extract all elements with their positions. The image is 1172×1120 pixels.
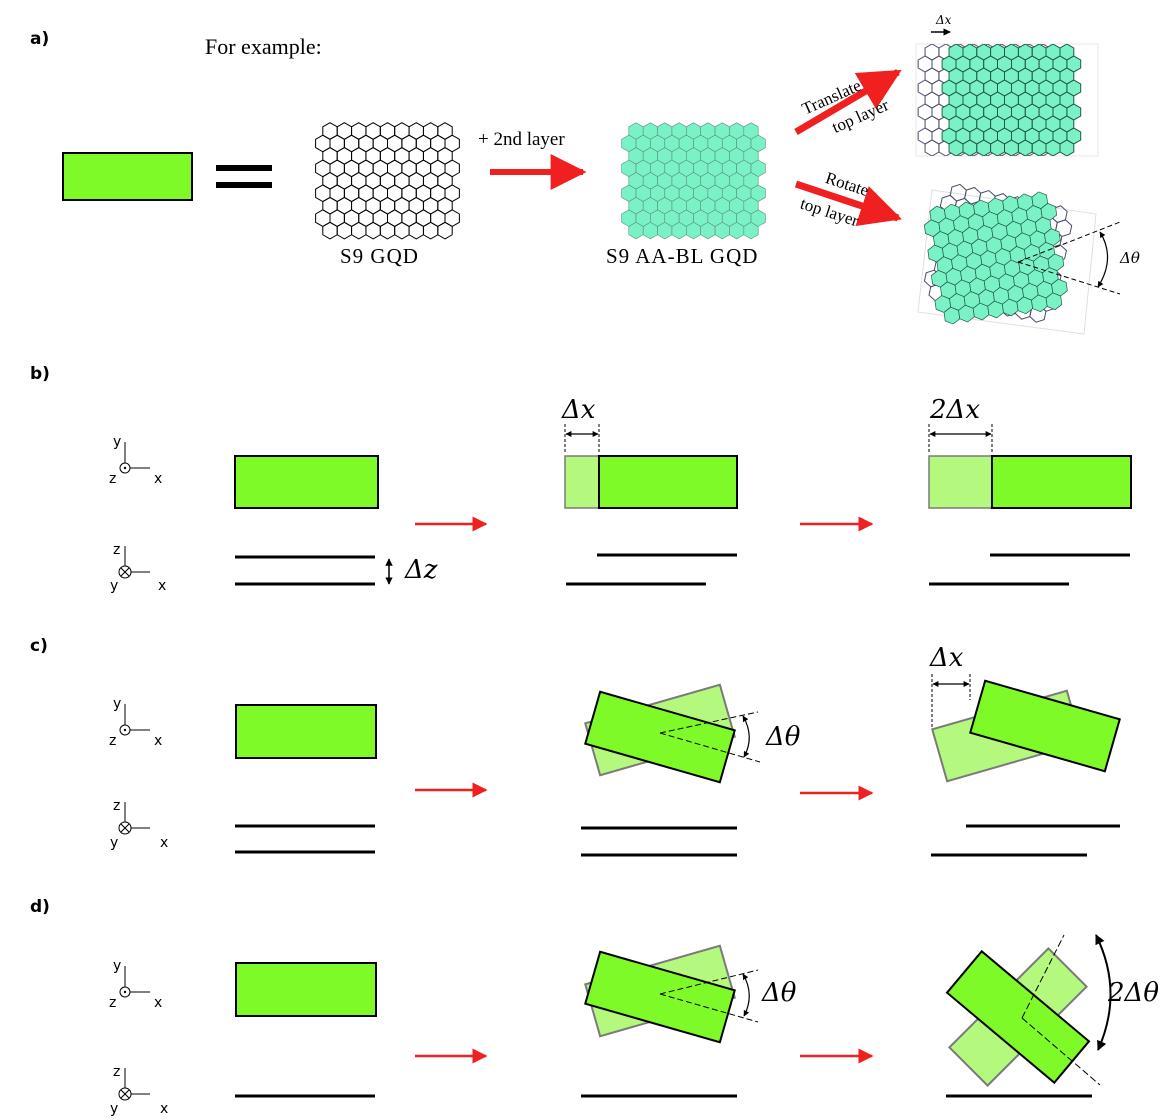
c-rot1-top-layer: [584, 690, 736, 784]
c-dtheta-marker: [659, 711, 761, 763]
side-view-axes-b: [118, 546, 150, 579]
b-dx-symbol: Δx: [561, 395, 596, 425]
axis-x-side-c: x: [160, 835, 168, 851]
b-shift2-top-layer: [991, 455, 1132, 509]
hexagon-cell: [365, 221, 381, 240]
hexagon-cell: [422, 221, 439, 240]
hexagon-cell: [408, 221, 424, 240]
hexagon-cell: [379, 221, 396, 240]
c-initial-layer: [235, 704, 377, 759]
c-dtheta-symbol: Δθ: [765, 722, 801, 752]
axis-z-top-c: z: [109, 733, 116, 749]
panel-d-label: d): [30, 897, 50, 917]
monolayer-hex-lattice: [315, 122, 460, 240]
hexagon-cell: [743, 221, 759, 240]
panel-c-label: c): [30, 636, 48, 656]
top-view-axes-b: [119, 442, 150, 474]
bilayer-hex-lattice: [621, 122, 766, 240]
axis-y-top-d: y: [113, 958, 121, 974]
hexagon-cell: [1059, 139, 1075, 156]
b-shift1-top-layer: [598, 455, 738, 509]
hexagon-cell: [437, 221, 453, 240]
translate-arrow: [794, 68, 902, 136]
d-rot1-top-layer: [584, 950, 736, 1044]
top-view-axes-d: [119, 966, 150, 998]
layer-block-icon: [62, 152, 193, 201]
hexagon-cell: [322, 221, 338, 240]
dz-symbol: Δz: [404, 555, 438, 585]
hexagon-cell: [336, 221, 353, 240]
axis-x-top-c: x: [154, 733, 162, 749]
d-dtheta-marker: [659, 969, 759, 1023]
panel-b-label: b): [30, 364, 50, 384]
d-dtheta-symbol: Δθ: [761, 978, 797, 1008]
monolayer-caption: S9 GQD: [340, 244, 419, 268]
axis-z-side-b: z: [113, 542, 120, 558]
d-2dtheta-marker: [1021, 934, 1112, 1086]
inset-dtheta-marker: [1017, 221, 1121, 295]
inset-dtheta-symbol: Δθ: [1119, 249, 1140, 267]
b-initial-layer: [234, 455, 379, 509]
axis-z-side-d: z: [113, 1064, 120, 1080]
hexagon-cell: [351, 221, 367, 240]
equals-sign: [216, 165, 272, 188]
b-shift2-bottom-layer: [928, 455, 993, 509]
side-view-axes-c: [118, 802, 150, 835]
axis-y-side-c: y: [110, 835, 118, 851]
hexagon-cell: [394, 221, 410, 240]
b-2dx-marker: [928, 424, 993, 454]
add-layer-label: + 2nd layer: [478, 129, 565, 150]
c-dx-symbol: Δx: [929, 643, 964, 673]
axis-x-side-b: x: [158, 578, 166, 594]
b-shift1-bottom-layer: [564, 455, 600, 509]
axis-z-top-d: z: [109, 995, 116, 1011]
axis-y-top-c: y: [113, 696, 121, 712]
b-2dx-symbol: 2Δx: [929, 395, 980, 425]
axis-x-top-b: x: [154, 471, 162, 487]
rotate-arrow: [794, 180, 902, 226]
c-dx-marker: [931, 674, 971, 728]
side-view-axes-d: [118, 1068, 150, 1101]
axis-y-side-d: y: [110, 1101, 118, 1117]
axis-x-top-d: x: [154, 995, 162, 1011]
axis-y-top-b: y: [113, 434, 121, 450]
axis-x-side-d: x: [160, 1101, 168, 1117]
b-dx-marker: [564, 424, 600, 454]
inset-dx-symbol: Δx: [935, 13, 952, 27]
axis-y-side-b: y: [110, 578, 118, 594]
d-rot2-top-layer: [945, 949, 1091, 1085]
intro-text: For example:: [205, 34, 322, 59]
hexagon-cell: [1045, 292, 1063, 311]
axis-z-side-c: z: [113, 798, 120, 814]
axis-z-top-b: z: [109, 471, 116, 487]
d-initial-layer: [235, 962, 377, 1017]
panel-a-label: a): [30, 29, 49, 49]
top-view-axes-c: [119, 704, 150, 736]
translated-bilayer-lattice: [917, 44, 1082, 156]
rotated-bilayer-lattice: [923, 183, 1073, 325]
c-shift-top-layer: [969, 679, 1121, 773]
bilayer-caption: S9 AA-BL GQD: [606, 244, 758, 268]
d-2dtheta-symbol: 2Δθ: [1107, 978, 1159, 1008]
